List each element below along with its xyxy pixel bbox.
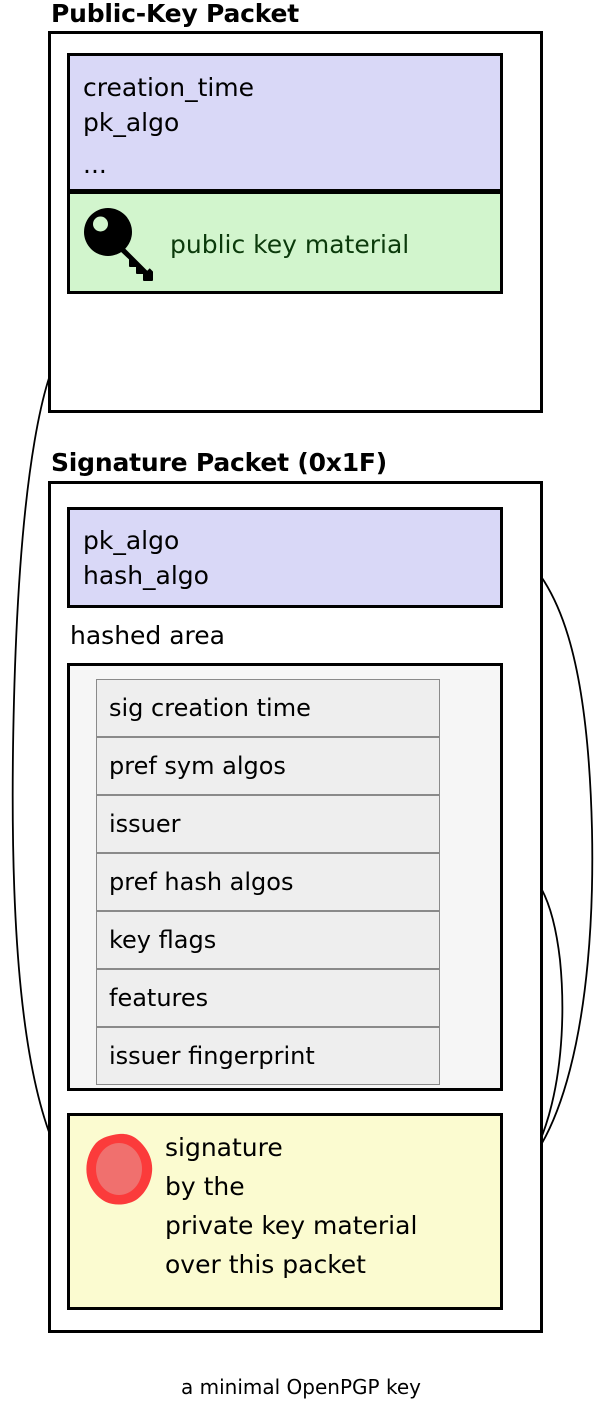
subpacket-row-sig-creation-time: sig creation time: [96, 679, 440, 737]
sig-algo-fields-block: pk_algo hash_algo: [67, 507, 503, 608]
subpacket-row-features: features: [96, 969, 440, 1027]
subpacket-row-key-flags: key flags: [96, 911, 440, 969]
pubkey-field-ellipsis: ...: [83, 150, 107, 179]
signature-line-3: private key material: [165, 1211, 418, 1240]
sig-field-pk-algo: pk_algo: [83, 526, 180, 555]
pubkey-header-fields-block: creation_time pk_algo ...: [67, 53, 503, 192]
subpacket-label: features: [109, 984, 209, 1012]
sig-field-hash-algo: hash_algo: [83, 561, 209, 590]
subpacket-label: sig creation time: [109, 694, 311, 722]
subpacket-row-issuer: issuer: [96, 795, 440, 853]
key-icon: [78, 202, 164, 288]
diagram-caption: a minimal OpenPGP key: [181, 1375, 421, 1399]
subpacket-label: issuer: [109, 810, 181, 838]
signature-value-block: signature by the private key material ov…: [67, 1113, 503, 1310]
subpacket-label: pref hash algos: [109, 868, 294, 896]
signature-line-1: signature: [165, 1133, 283, 1162]
signature-line-4: over this packet: [165, 1250, 366, 1279]
subpacket-row-pref-hash-algos: pref hash algos: [96, 853, 440, 911]
wax-seal-icon: [84, 1132, 154, 1206]
signature-line-2: by the: [165, 1172, 245, 1201]
subpacket-label: pref sym algos: [109, 752, 286, 780]
public-key-material-block: public key material: [67, 191, 503, 294]
pubkey-field-pk-algo: pk_algo: [83, 108, 180, 137]
signature-packet-title: Signature Packet (0x1F): [51, 448, 388, 477]
public-key-packet-title: Public-Key Packet: [51, 0, 300, 28]
subpacket-row-issuer-fingerprint: issuer fingerprint: [96, 1027, 440, 1085]
subpacket-row-pref-sym-algos: pref sym algos: [96, 737, 440, 795]
subpacket-label: key flags: [109, 926, 217, 954]
hashed-area-label: hashed area: [70, 621, 225, 650]
public-key-material-label: public key material: [170, 230, 410, 259]
subpacket-label: issuer fingerprint: [109, 1042, 315, 1070]
pubkey-field-creation-time: creation_time: [83, 73, 255, 102]
